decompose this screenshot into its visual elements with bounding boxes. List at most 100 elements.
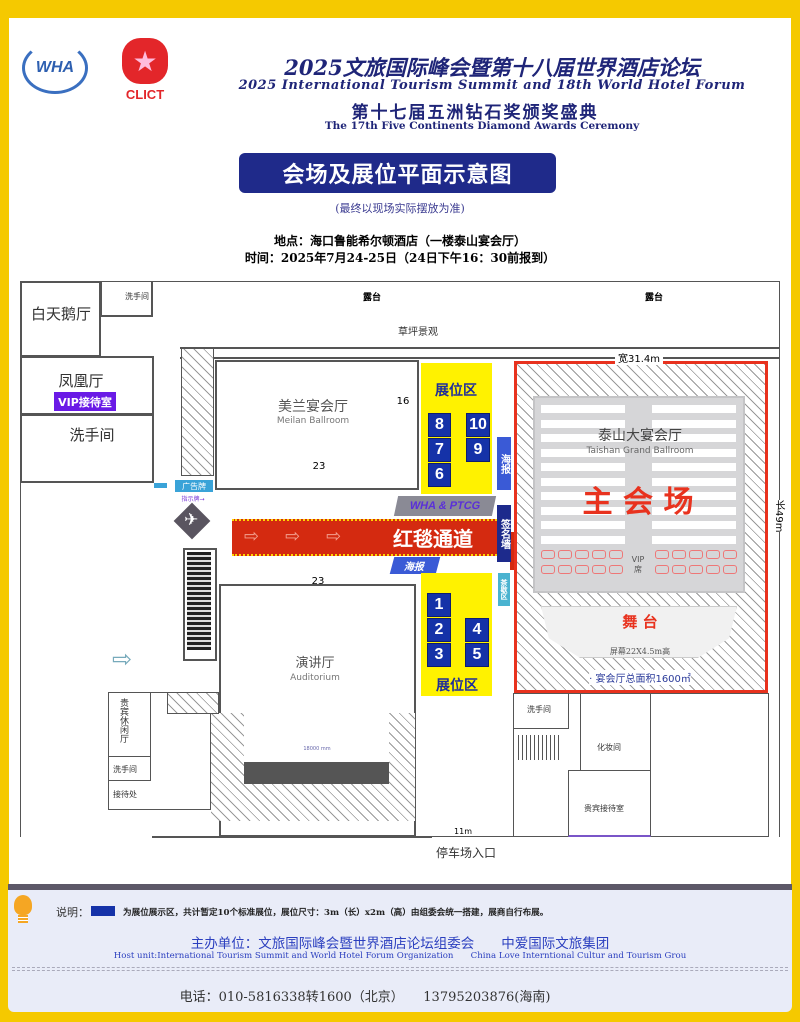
escalator: [183, 548, 217, 661]
reception-desk: 接待处: [113, 790, 137, 799]
exhibit-bottom-label: 展位区: [436, 678, 478, 694]
subtitle-cn: 第十七届五洲钻石奖颁奖盛典: [351, 103, 599, 123]
bottom-wall: [152, 836, 432, 838]
time: 时间：2025年7月24-25日（24日下午16：30前报到）: [244, 251, 556, 265]
main-name-en: Taishan Grand Ballroom: [586, 446, 694, 456]
vip-seat: [575, 565, 589, 574]
screen-label: 屏幕22X4.5m高: [609, 647, 671, 656]
vip-seat: [672, 565, 686, 574]
note: (最终以现场实际摆放为准): [335, 202, 465, 215]
auditorium-stage: [244, 762, 389, 784]
footer-dashed-line: [12, 967, 788, 971]
lightbulb-icon: [14, 895, 32, 915]
booth-10[interactable]: 10: [466, 413, 490, 437]
sign-label: 指示牌→: [181, 496, 205, 503]
billboard: 广告牌: [175, 480, 213, 492]
stage-dim: 18000 mm: [303, 746, 331, 752]
lightbulb-base-icon: [18, 915, 28, 923]
parking-entrance: 停车场入口: [435, 846, 497, 860]
exhibit-top-label: 展位区: [435, 383, 477, 399]
vip-seat: [706, 565, 720, 574]
booth-8[interactable]: 8: [428, 413, 451, 437]
banquet-row: [652, 506, 736, 515]
meilan-num-a: 16: [396, 396, 410, 407]
main-label: 主 会 场: [582, 485, 694, 520]
billboard-marker: [154, 483, 167, 488]
banquet-row: [541, 492, 625, 500]
banquet-row: [652, 405, 736, 413]
booth-9[interactable]: 9: [466, 438, 490, 462]
washroom-left-label: 洗手间: [69, 426, 115, 444]
main-length: 长49m: [771, 500, 786, 533]
vip-seat: [575, 550, 589, 559]
airplane-icon: ✈: [184, 510, 199, 530]
booth-4[interactable]: 4: [465, 618, 489, 642]
room-vip: [568, 770, 651, 837]
banquet-row: [652, 463, 736, 471]
vip-reception-label: VIP接待室: [54, 392, 116, 411]
banquet-row: [541, 434, 625, 442]
stage-label: 舞 台: [622, 613, 658, 631]
vip-seat: [723, 565, 737, 574]
outer-wall-top: [20, 281, 780, 837]
vip-lounge-label: 贵宾休闲厅: [118, 698, 128, 743]
legend-swatch: [91, 906, 115, 916]
booth-3[interactable]: 3: [427, 643, 451, 667]
vip-seat: [558, 550, 572, 559]
stage: [541, 606, 737, 658]
plan-banner: 会场及展位平面示意图: [239, 153, 556, 193]
vip-seat: [592, 550, 606, 559]
vip-seat: [689, 550, 703, 559]
banquet-row: [541, 477, 625, 486]
area-label: · 宴会厅总面积1600㎡: [589, 670, 691, 685]
booth-2[interactable]: 2: [427, 618, 451, 642]
auditorium-num: 23: [311, 576, 325, 587]
title-cn: 2025文旅国际峰会暨第十八届世界酒店论坛: [284, 55, 700, 80]
entrance-line: [418, 836, 513, 837]
wha-ptcg-band: WHA & PTCG: [393, 496, 497, 516]
vip-seat: [541, 565, 555, 574]
poster-top: 海报: [497, 437, 511, 490]
wha-logo: WHA: [22, 42, 88, 94]
banquet-row: [541, 535, 625, 544]
vip-seat: [723, 550, 737, 559]
clict-flower-icon: ★: [122, 38, 168, 84]
banquet-row: [652, 434, 736, 442]
banquet-row: [541, 506, 625, 515]
room-fenghuang-label: 凤凰厅: [58, 372, 104, 390]
banquet-row: [652, 448, 736, 457]
banquet-row: [652, 521, 736, 529]
carpet-arrows: ⇨⇨⇨: [244, 526, 368, 547]
host-en: Host unit:International Tourism Summit a…: [113, 951, 687, 961]
booth-5[interactable]: 5: [465, 643, 489, 667]
terrace-wall: [180, 347, 780, 359]
meilan-en: Meilan Ballroom: [276, 416, 350, 426]
washroom-br-label: 洗手间: [527, 705, 551, 714]
booth-7[interactable]: 7: [428, 438, 451, 462]
terrace-a: 露台: [362, 293, 382, 303]
footer-divider: [8, 884, 792, 890]
vip-seat: [689, 565, 703, 574]
banquet-row: [541, 463, 625, 471]
banquet-row: [652, 477, 736, 486]
vip-seat: [706, 550, 720, 559]
room-washroom-br: [513, 693, 569, 729]
banquet-row: [541, 419, 625, 428]
lawn: 草坪景观: [398, 327, 438, 338]
booth-6[interactable]: 6: [428, 463, 451, 487]
washroom-bl-label: 洗手间: [113, 765, 137, 774]
phone: 电话：010-5816338转1600（北京） 13795203876(海南): [179, 990, 551, 1005]
subtitle-en: The 17th Five Continents Diamond Awards …: [324, 120, 640, 132]
banquet-row: [541, 521, 625, 529]
dotted-arrow-icon: ⇨: [112, 645, 133, 673]
legend-label: 说明：: [56, 906, 89, 919]
red-carpet: [232, 519, 497, 556]
title-en: 2025 International Tourism Summit and 18…: [238, 78, 746, 93]
auditorium-cn: 演讲厅: [295, 656, 335, 671]
room-washroom-small: [100, 281, 153, 317]
booth-1[interactable]: 1: [427, 593, 451, 617]
washroom-small-label: 洗手间: [125, 292, 149, 301]
red-carpet-label: 红毯通道: [393, 527, 473, 551]
entrance-width: 11m: [454, 827, 472, 836]
small-hatch: [167, 692, 219, 714]
